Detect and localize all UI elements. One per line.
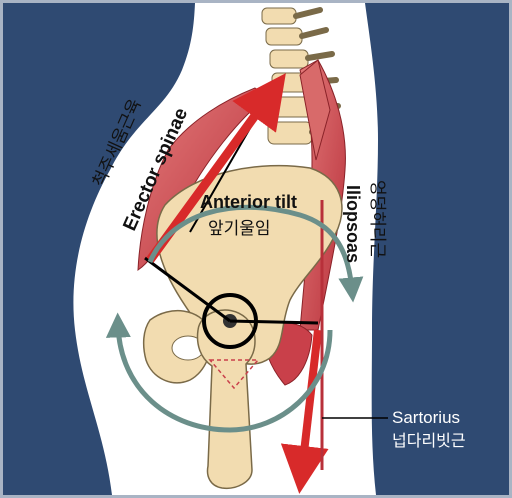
vertebra: [267, 121, 313, 145]
vertebra: [269, 49, 309, 69]
iliopsoas-muscle-upper: [299, 59, 331, 161]
anterior-lever-line: [229, 319, 319, 325]
iliopsoas-korean-label: 엉덩허리근: [368, 180, 387, 258]
sartorius-korean-label: 넙다리빗근: [392, 432, 466, 450]
ligament-outline: [208, 359, 260, 390]
vertebra: [261, 7, 297, 25]
anterior-tilt-upper-arrow: [147, 204, 364, 303]
anterior-tilt-korean-label: 앞기울임: [208, 219, 271, 238]
vertebra: [265, 27, 303, 46]
sartorius-english-label: Sartorius: [392, 408, 460, 427]
anterior-tilt-lower-arrow: [105, 312, 333, 433]
posterior-lever-line: [144, 256, 231, 323]
iliopsoas-english-label: Iliopsoas: [343, 185, 363, 263]
iliopsoas-pull-arrow: [280, 329, 329, 494]
femur-bone: [196, 309, 256, 490]
anterior-tilt-english-label: Anterior tilt: [200, 192, 297, 212]
